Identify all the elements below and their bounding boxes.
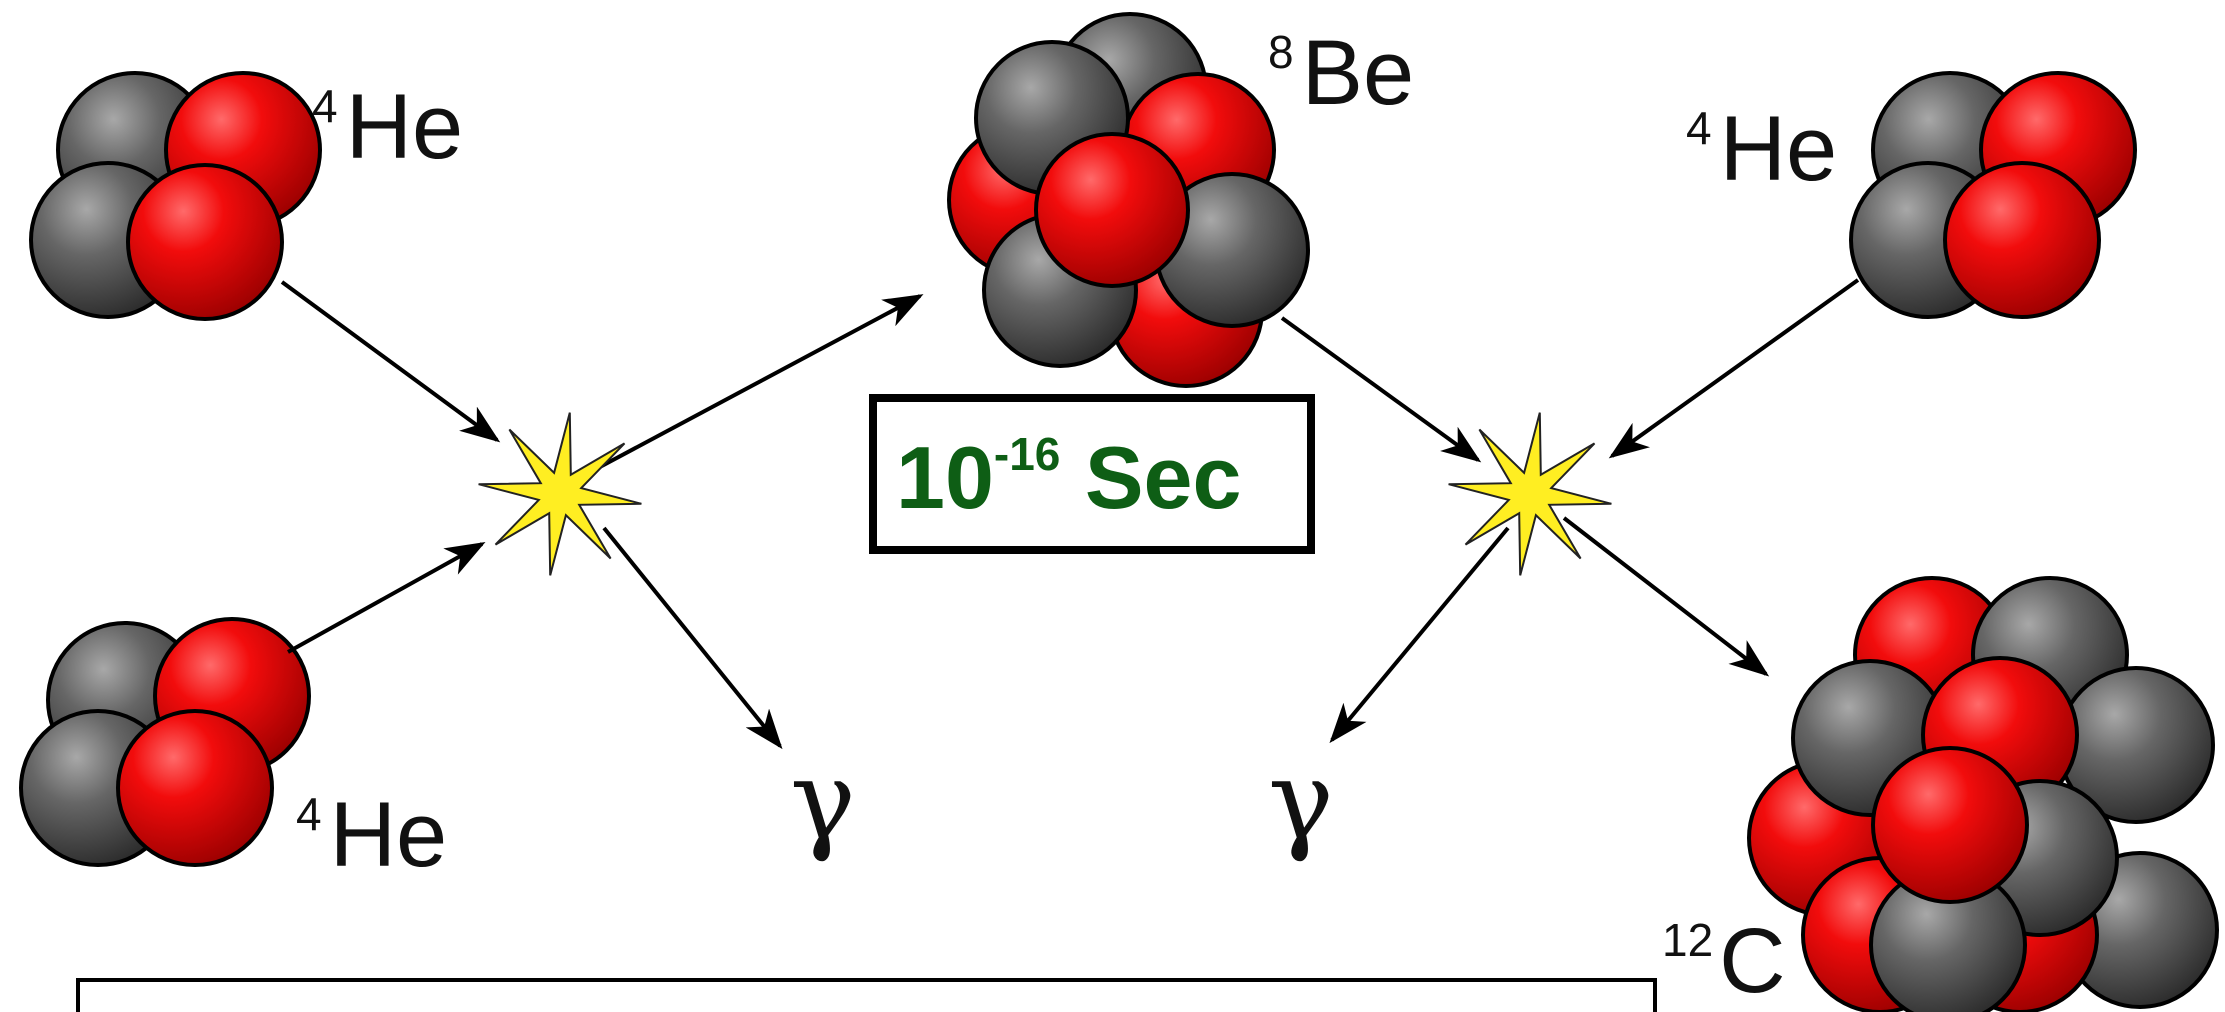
arrow-icon — [1329, 526, 1510, 744]
reaction-arrows — [280, 278, 1860, 750]
helium-4-nucleus-right — [1849, 71, 2137, 319]
arrow-icon — [597, 294, 924, 470]
proton-icon — [126, 163, 284, 321]
timescale-text: 10-16 Sec — [896, 428, 1241, 527]
bottom-frame — [76, 978, 1657, 1012]
beryllium-8-nucleus — [947, 12, 1310, 388]
label-c-12: 12C — [1662, 910, 1786, 1012]
helium-4-nucleus-top-left — [29, 71, 322, 321]
proton-icon — [116, 709, 274, 867]
gamma-ray-left: γ — [790, 736, 856, 864]
label-he-right: 4He — [1686, 98, 1837, 200]
label-be-8: 8Be — [1268, 22, 1414, 124]
arrow-icon — [280, 280, 501, 443]
arrow-icon — [1562, 516, 1770, 677]
helium-4-nucleus-bottom-left — [19, 617, 311, 867]
arrow-icon — [287, 542, 486, 654]
proton-icon — [1871, 746, 2029, 904]
timescale-box: 10-16 Sec — [869, 394, 1315, 554]
gamma-ray-right: γ — [1268, 736, 1334, 864]
arrow-icon — [602, 526, 783, 750]
label-he-top-left: 4He — [312, 76, 463, 178]
label-he-bottom-left: 4He — [296, 784, 447, 886]
proton-icon — [1943, 161, 2101, 319]
arrow-icon — [1280, 316, 1482, 463]
reaction-flash-icon — [1448, 412, 1612, 576]
proton-icon — [1034, 132, 1190, 288]
reaction-flash-icon — [478, 412, 642, 576]
arrow-icon — [1608, 278, 1860, 459]
carbon-12-nucleus — [1747, 576, 2219, 1012]
